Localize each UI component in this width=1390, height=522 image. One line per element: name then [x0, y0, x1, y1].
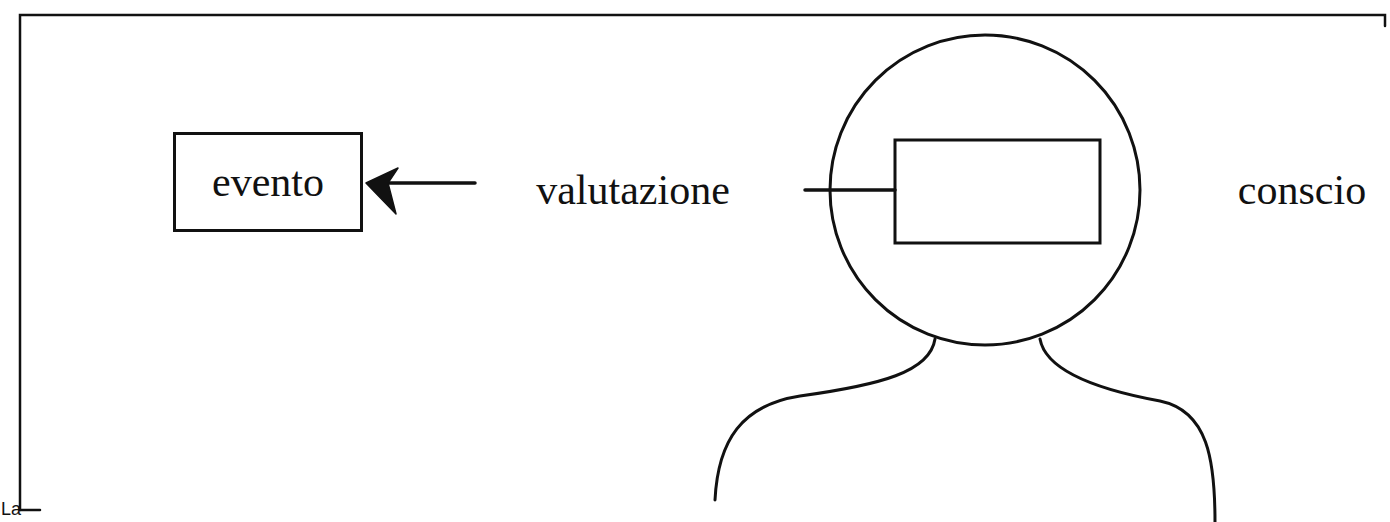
arrow [378, 181, 475, 185]
arrow-shaft [378, 181, 475, 185]
frame-line [20, 15, 1385, 510]
process-label: valutazione [536, 167, 730, 213]
left-shoulder [715, 339, 935, 500]
arrow-head [366, 168, 398, 214]
state-label: conscio [1238, 167, 1366, 213]
mind-line [805, 188, 895, 192]
mind-box [895, 140, 1100, 243]
node-text: evento [212, 159, 324, 205]
right-shoulder [1040, 339, 1215, 522]
person-figure [715, 35, 1215, 522]
page-fragment: La [1, 500, 21, 520]
frame-corner [20, 509, 40, 512]
event-box: evento [173, 132, 363, 232]
frame [20, 15, 1385, 510]
